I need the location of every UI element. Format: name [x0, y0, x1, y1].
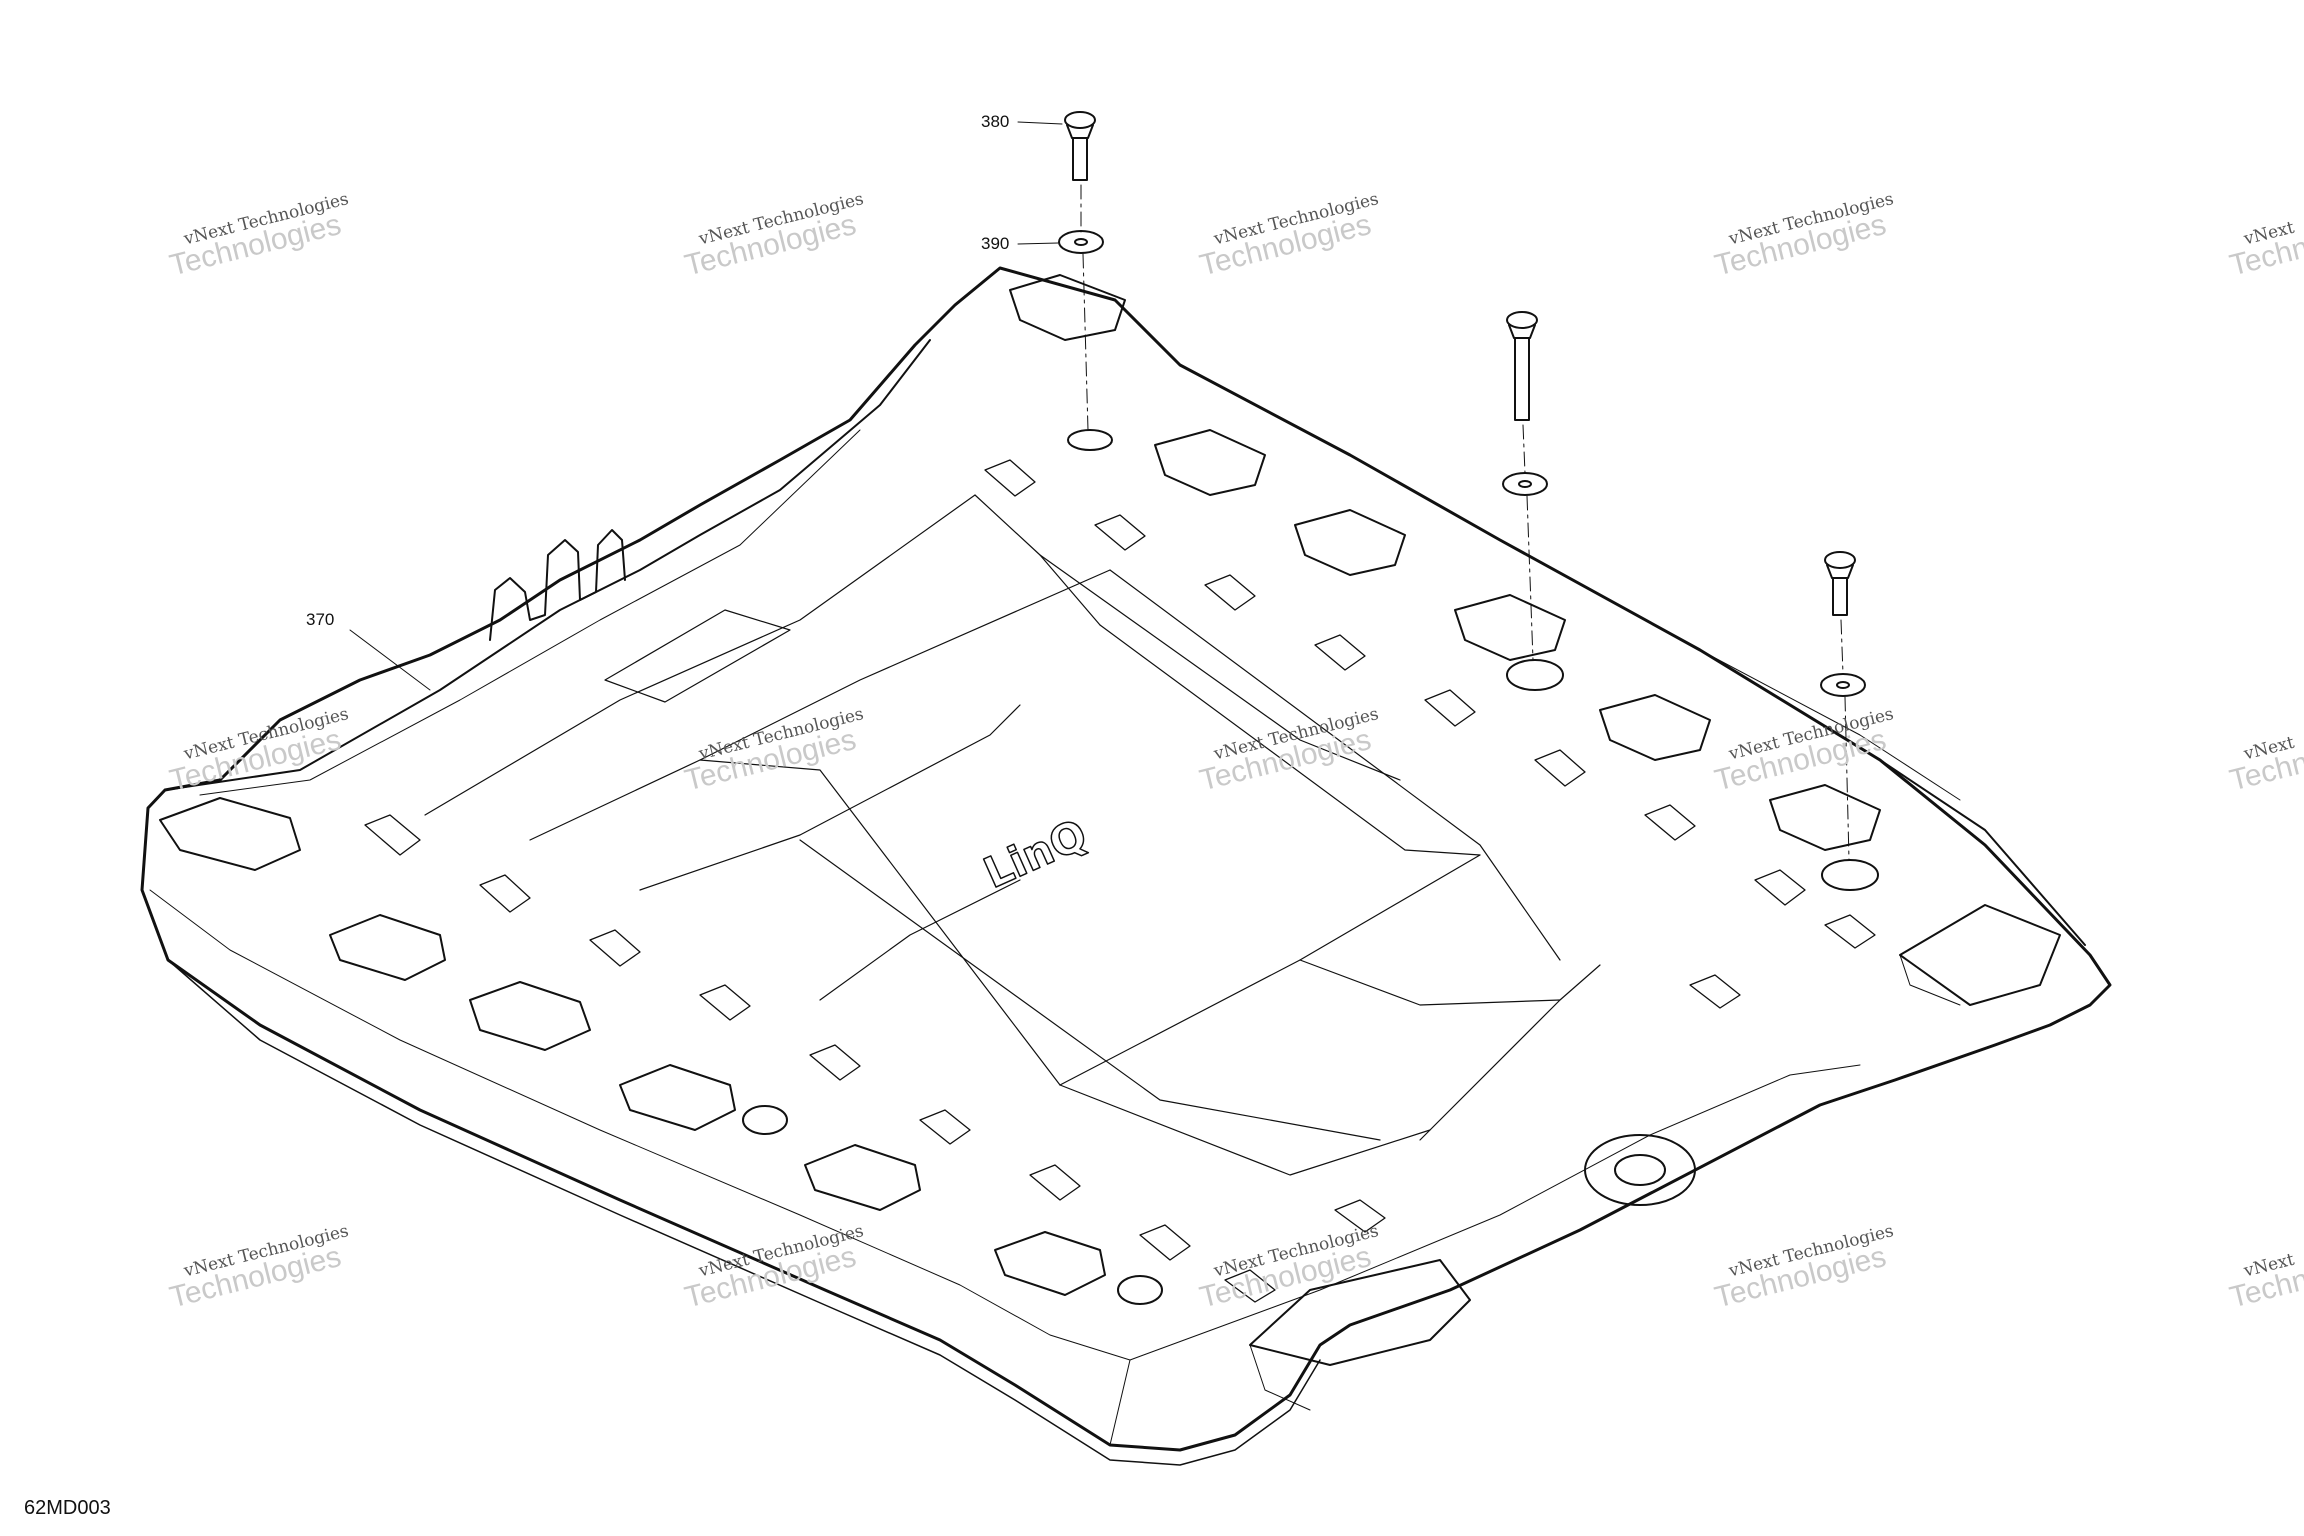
linq-logo: LinQ: [977, 810, 1094, 898]
washer: [1058, 230, 1104, 254]
threaded-inserts: [742, 429, 1879, 1305]
callout-370: 370: [306, 610, 335, 629]
diagram-reference-code: 62MD003: [24, 1497, 111, 1519]
assembly-lines: [1080, 184, 1850, 861]
tie-down-clips: [364, 459, 1876, 1303]
mounting-pads-right: [1009, 274, 1881, 851]
mounting-pads-left: [159, 797, 1106, 1296]
center-vent-panel: [424, 494, 1601, 1176]
bolt-head: [1064, 111, 1096, 129]
leader-lines: [349, 121, 1063, 691]
callout-380: 380: [981, 112, 1010, 131]
rack-body: [140, 266, 2112, 1466]
callout-390: 390: [981, 234, 1010, 253]
